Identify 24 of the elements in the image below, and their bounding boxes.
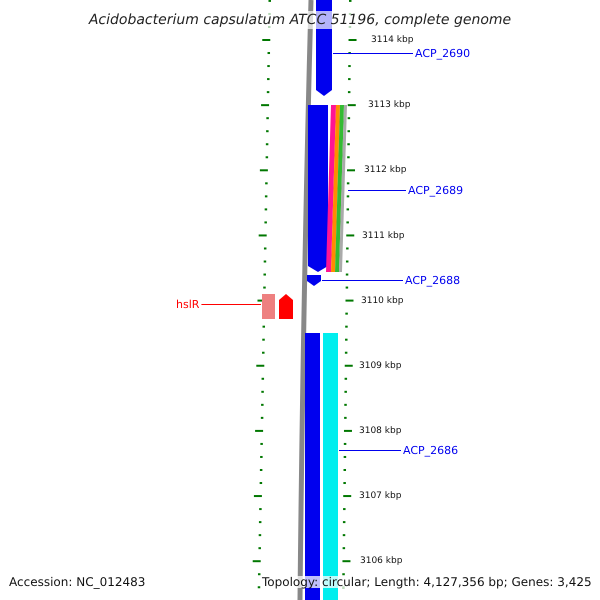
leader-line xyxy=(348,190,406,191)
tick-label: 3113 kbp xyxy=(368,101,410,110)
gene-label: ACP_2686 xyxy=(403,445,458,456)
tick-label: 3107 kbp xyxy=(359,492,402,501)
gene-label: ACP_2690 xyxy=(415,48,470,59)
leader-line xyxy=(200,304,262,305)
gene-feature xyxy=(307,275,321,286)
leader-line xyxy=(332,53,414,54)
gene-feature xyxy=(308,105,347,272)
accession-text: Accession: NC_012483 xyxy=(9,576,146,588)
tick-label: 3114 kbp xyxy=(371,36,414,45)
tick-label: 3109 kbp xyxy=(359,362,402,371)
gene-label: ACP_2689 xyxy=(408,185,464,196)
tick-label: 3111 kbp xyxy=(362,232,404,241)
gene-feature xyxy=(262,294,293,319)
gene-label: hslR xyxy=(176,299,200,310)
tick-label: 3108 kbp xyxy=(359,427,402,436)
leader-line xyxy=(338,450,402,451)
leader-line xyxy=(322,280,404,281)
tick-label: 3110 kbp xyxy=(361,297,404,306)
tick-label: 3106 kbp xyxy=(360,557,402,566)
tick-label: 3112 kbp xyxy=(364,166,406,175)
gene-label: ACP_2688 xyxy=(405,275,460,286)
genome-summary-text: Topology: circular; Length: 4,127,356 bp; Genes: 3,425 xyxy=(262,576,592,588)
